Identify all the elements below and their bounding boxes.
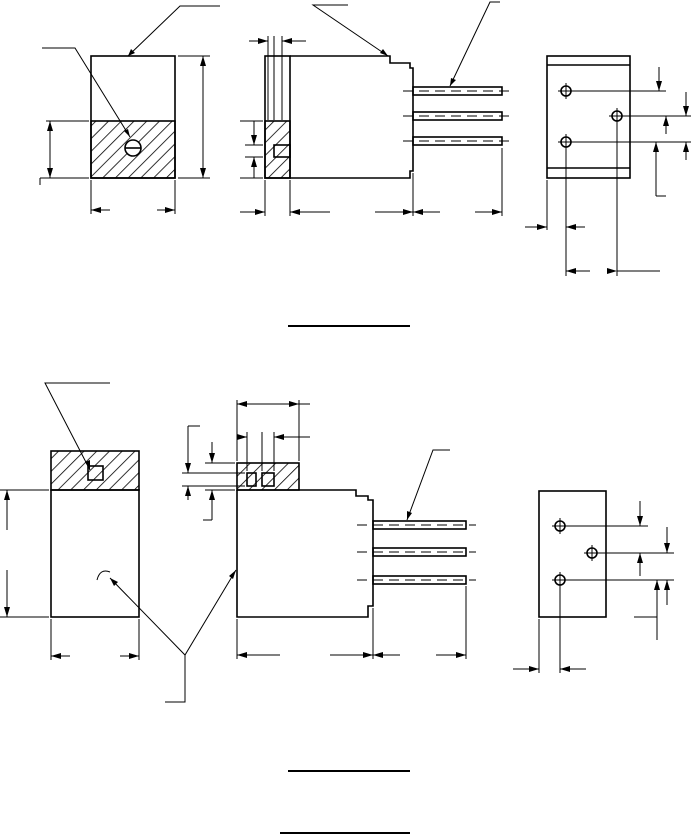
pin-3 bbox=[372, 575, 467, 585]
top-side-body bbox=[290, 55, 414, 179]
bottom-front-body bbox=[50, 489, 140, 618]
bottom-side-view bbox=[182, 400, 476, 659]
body-leader-bottom bbox=[109, 569, 237, 656]
side-body-leader bbox=[311, 4, 389, 57]
top-figure bbox=[39, 1, 691, 327]
top-pin-layout-view bbox=[525, 55, 691, 276]
pin-2 bbox=[372, 547, 467, 557]
screw-leader bbox=[42, 47, 131, 138]
bottom-figure bbox=[0, 382, 674, 834]
bottom-side-body bbox=[236, 489, 374, 618]
pin-1 bbox=[372, 520, 467, 530]
bottom-front-view bbox=[0, 382, 140, 660]
bottom-pin-layout-body bbox=[538, 490, 607, 618]
slot-leader bbox=[44, 382, 110, 471]
top-front-section-hatch bbox=[90, 120, 176, 179]
top-front-view bbox=[39, 5, 220, 214]
body-leader bbox=[127, 5, 220, 57]
bottom-front-hatch bbox=[50, 450, 140, 491]
pin-leader bbox=[449, 1, 500, 87]
pin-leader-bottom bbox=[406, 449, 450, 521]
top-side-view bbox=[240, 1, 512, 216]
bottom-pin-layout-view bbox=[513, 490, 674, 673]
top-pin-layout-body bbox=[546, 55, 631, 179]
